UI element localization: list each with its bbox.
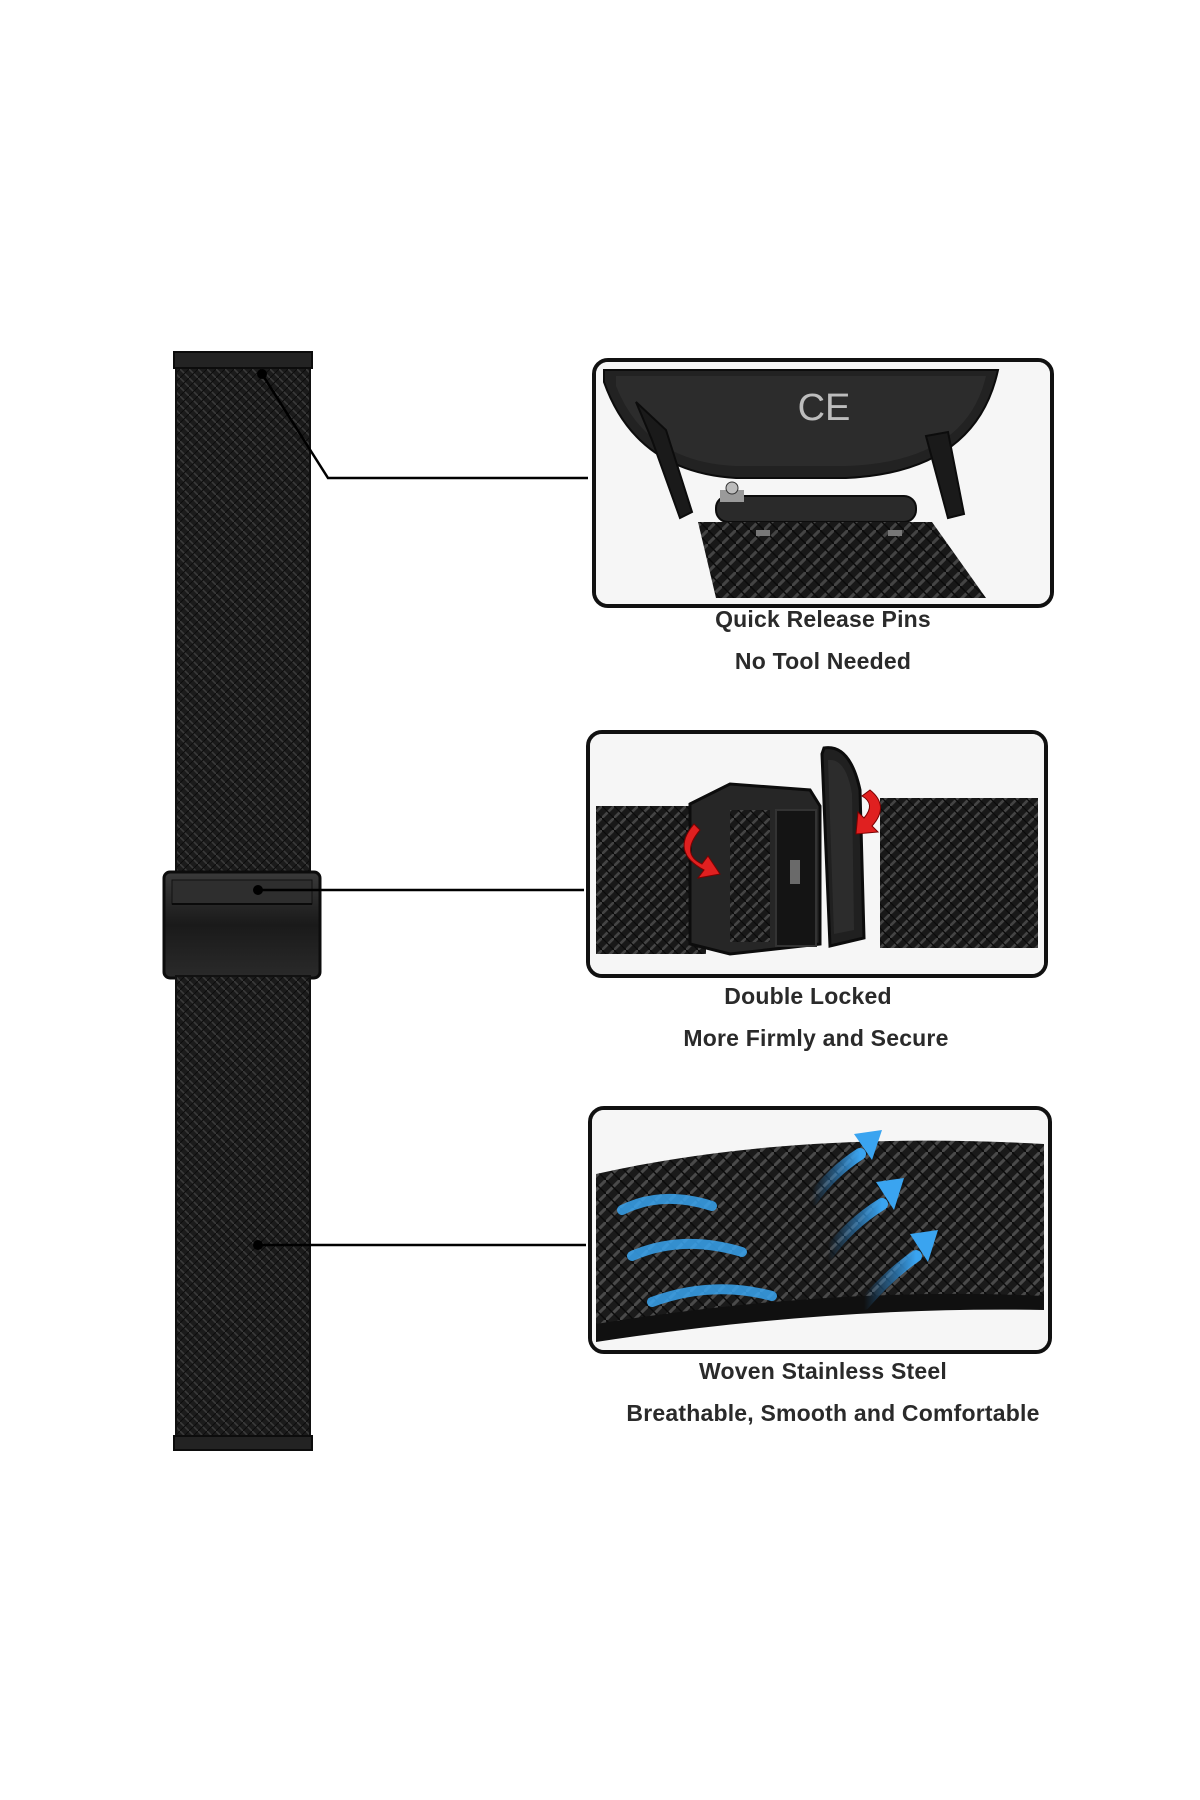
band-top-end [173, 351, 313, 369]
leader-line-quick-release [257, 369, 588, 480]
quick-release-pin-closeup: CE [592, 358, 1054, 608]
mesh-breathable-airflow-closeup [588, 1106, 1052, 1354]
red-arrow-left-icon [683, 823, 721, 879]
ce-logo-icon: CE [798, 387, 851, 429]
leader-line-clasp [253, 885, 584, 895]
double-lock-clasp-closeup [586, 730, 1048, 978]
band-bottom-end [173, 1435, 313, 1451]
double-lock-clasp-image [590, 734, 1044, 974]
mesh-breathable-image [592, 1110, 1048, 1350]
blue-arrow-up-icon [858, 1230, 938, 1310]
band-upper [175, 356, 311, 878]
feature-title-double-locked: Double Locked [724, 983, 892, 1009]
blue-arrow-up-icon [822, 1178, 904, 1260]
feature-title-woven-steel: Woven Stainless Steel [699, 1358, 947, 1384]
band-lower [175, 975, 311, 1447]
feature-title-quick-release: Quick Release Pins [715, 606, 931, 632]
feature-subtitle-woven-steel: Breathable, Smooth and Comfortable [626, 1400, 1040, 1426]
leader-line-mesh [253, 1240, 586, 1250]
feature-subtitle-quick-release: No Tool Needed [734, 648, 912, 674]
airflow-arc-icon [617, 1193, 777, 1307]
quick-release-pin-image: CE [596, 362, 1050, 604]
feature-subtitle-double-locked: More Firmly and Secure [683, 1025, 949, 1051]
blue-arrow-up-icon [806, 1130, 882, 1206]
red-arrow-right-icon [855, 789, 881, 835]
